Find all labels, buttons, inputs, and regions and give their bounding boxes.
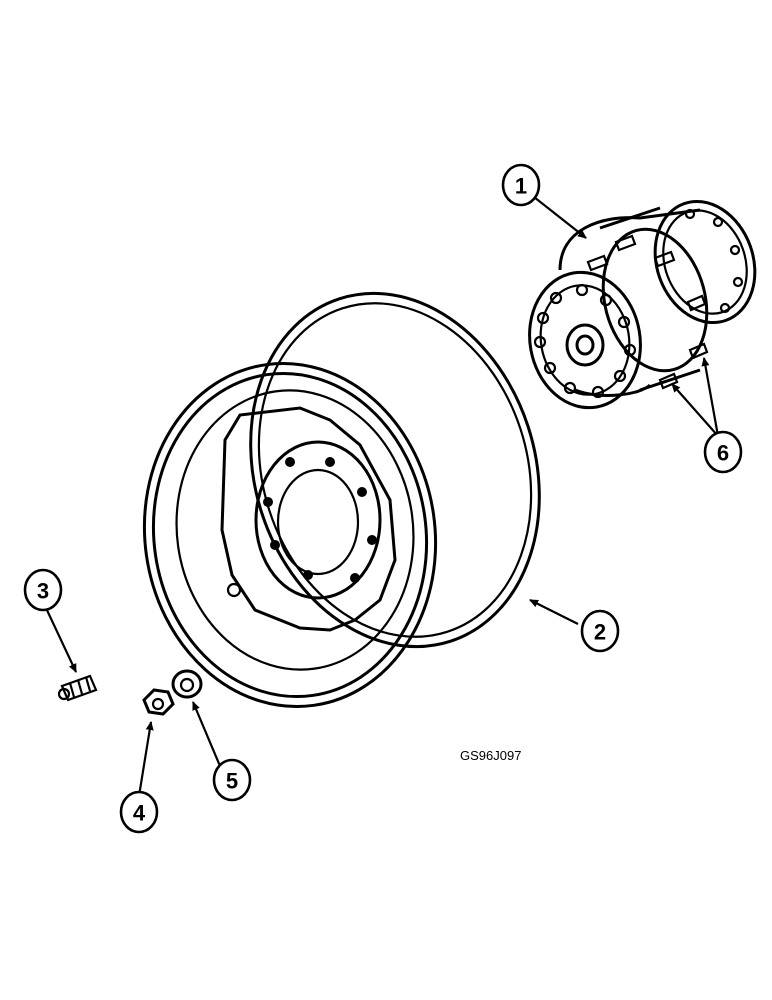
callout-3-label: 3 xyxy=(37,579,49,604)
callout-4-label: 4 xyxy=(133,801,146,826)
callout-5-label: 5 xyxy=(226,769,238,794)
callout-1: 1 xyxy=(501,163,541,207)
callout-6-label: 6 xyxy=(717,441,729,466)
callout-4: 4 xyxy=(119,790,159,834)
callout-5: 5 xyxy=(212,758,252,802)
wheel-rim xyxy=(142,291,541,709)
callout-2: 2 xyxy=(580,609,620,653)
hub-bolt-holes xyxy=(533,283,637,399)
nut xyxy=(142,688,175,716)
hub-assembly xyxy=(528,199,757,410)
figure-id: GS96J097 xyxy=(460,748,521,763)
hub-studs xyxy=(586,234,709,390)
callout-6: 6 xyxy=(703,430,743,474)
callout-3: 3 xyxy=(23,568,63,612)
stud xyxy=(57,674,98,702)
washer xyxy=(171,669,203,699)
leader-lines xyxy=(45,196,720,797)
rim-bolt-holes xyxy=(263,457,377,583)
callout-2-label: 2 xyxy=(594,620,606,645)
callout-1-label: 1 xyxy=(515,174,527,199)
